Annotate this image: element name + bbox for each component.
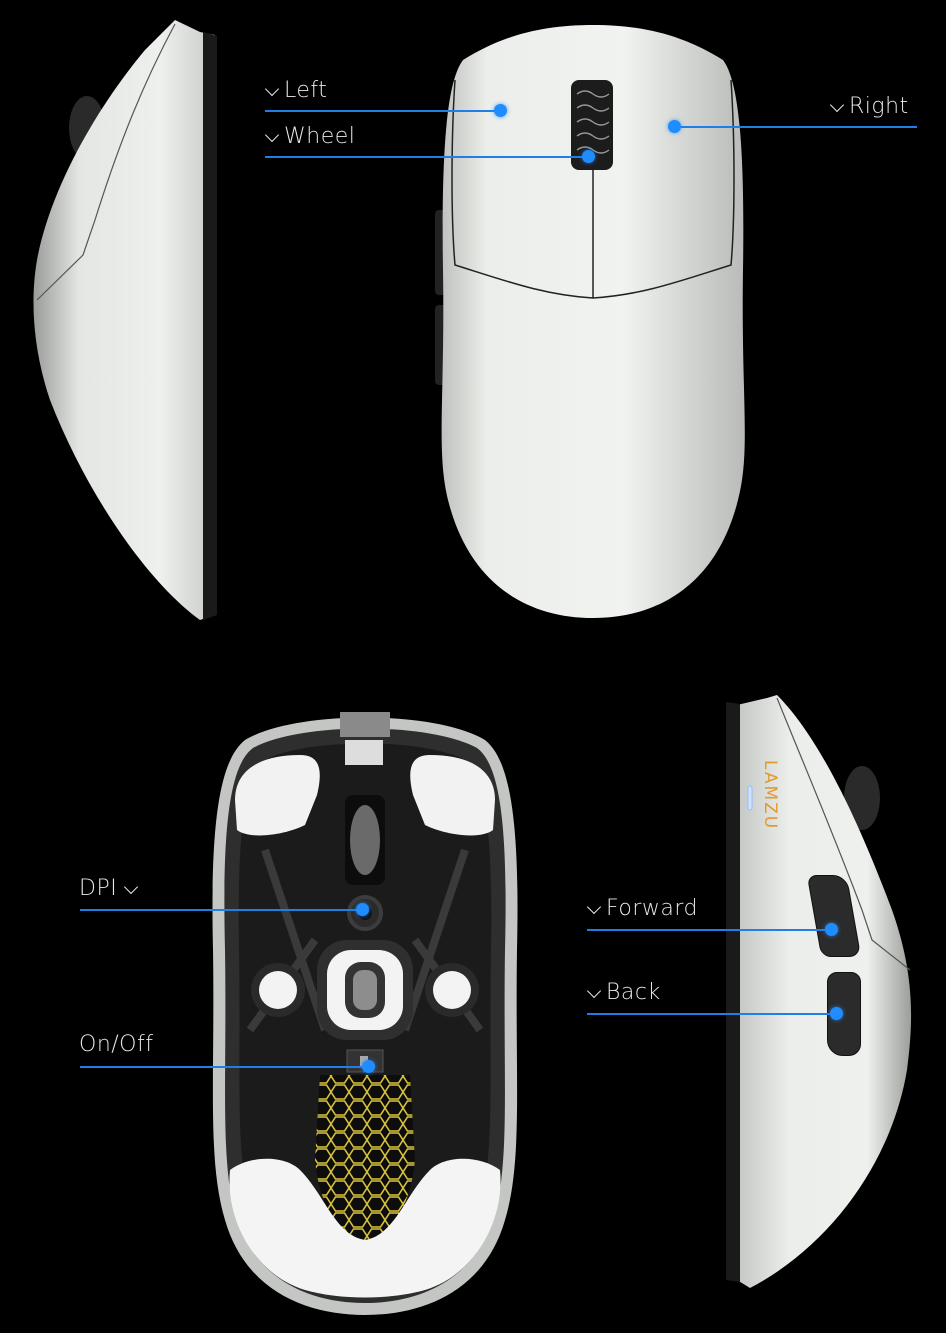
chevron-down-icon [586, 899, 602, 914]
callout-label-wheel: Wheel [264, 126, 355, 148]
right-click-button[interactable] [620, 80, 730, 260]
callout-dot-wheel [582, 150, 595, 163]
callout-dot-dpi [356, 903, 369, 916]
mouse-side-view-left [25, 20, 225, 625]
callout-line-wheel [265, 156, 590, 158]
callout-label-left: Left [264, 80, 327, 102]
callout-line-dpi [80, 909, 363, 911]
chevron-down-icon [586, 983, 602, 998]
chevron-down-icon [124, 879, 139, 894]
brand-logo: LAMZU [760, 760, 780, 831]
callout-line-back [587, 1013, 837, 1015]
mouse-top-view [433, 20, 753, 620]
chevron-down-icon [264, 81, 280, 96]
callout-line-right [674, 126, 917, 128]
chevron-down-icon [829, 97, 845, 112]
callout-label-onoff: On/Off [79, 1032, 154, 1057]
chevron-down-icon [264, 127, 280, 142]
mouse-side-view-right: LAMZU [722, 690, 922, 1295]
callout-label-back: Back [586, 982, 661, 1004]
callout-line-left [265, 110, 503, 112]
callout-line-onoff [80, 1066, 370, 1068]
callout-label-forward: Forward [586, 898, 698, 920]
callout-dot-left [494, 104, 507, 117]
callout-label-dpi: DPI [79, 878, 139, 900]
callout-dot-forward [825, 923, 838, 936]
callout-dot-back [830, 1007, 843, 1020]
left-click-button[interactable] [458, 80, 568, 260]
callout-line-forward [587, 929, 832, 931]
callout-dot-onoff [362, 1060, 375, 1073]
callout-dot-right [668, 120, 681, 133]
callout-label-right: Right [829, 96, 909, 118]
mouse-bottom-view [205, 700, 525, 1320]
